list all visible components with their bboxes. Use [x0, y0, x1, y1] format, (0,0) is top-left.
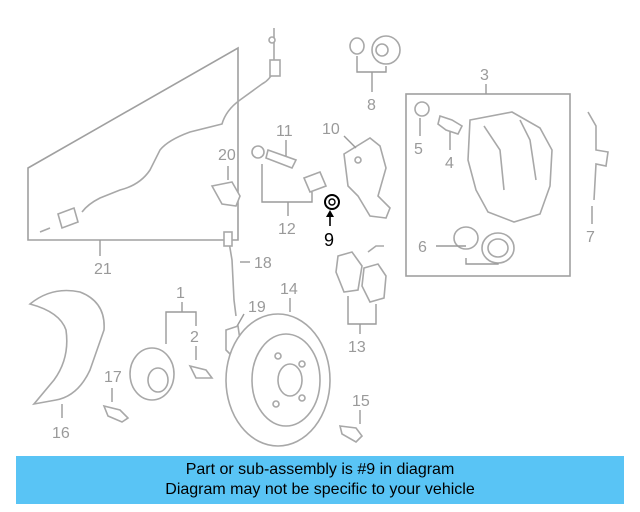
banner-line-1: Part or sub-assembly is #9 in diagram — [185, 461, 455, 478]
group-3-caliper: 3 5 4 6 — [405, 67, 571, 277]
callout-12[interactable]: 12 — [278, 221, 296, 238]
part-9-ring-inner — [328, 198, 336, 206]
lead-1-bracket — [165, 311, 197, 344]
lead-10 — [343, 135, 357, 149]
callout-3[interactable]: 3 — [480, 67, 489, 84]
anti-rattle-spring — [587, 111, 609, 201]
hub-bolt-17 — [102, 404, 130, 423]
banner-line-2: Diagram may not be specific to your vehi… — [165, 481, 475, 498]
rotor-screw — [338, 425, 364, 443]
group-17-bolt: 17 — [102, 369, 130, 423]
group-21-box — [27, 46, 239, 241]
piston-boot-inner — [487, 238, 509, 258]
group-3-box — [405, 93, 571, 277]
group-18-hose: 18 — [223, 231, 272, 317]
callout-11[interactable]: 11 — [276, 123, 293, 140]
rotor-lug-hole-1 — [274, 352, 282, 360]
wire-clip — [269, 59, 281, 77]
brake-pad-inner — [335, 251, 363, 293]
sensor-tip — [39, 227, 51, 233]
rotor-lug-hole-2 — [298, 360, 306, 368]
callout-15[interactable]: 15 — [352, 393, 370, 410]
carrier-hole — [354, 156, 362, 164]
abs-sensor — [210, 181, 241, 207]
rotor-lug-hole-3 — [298, 394, 306, 402]
lead-12-bracket — [261, 164, 313, 203]
group-15-bolt: 15 — [338, 393, 370, 443]
rotor-lug-hole-4 — [272, 400, 280, 408]
lead-9-arrow — [326, 210, 334, 217]
callout-19[interactable]: 19 — [248, 299, 266, 316]
parts-diagram: 21 8 3 5 4 6 7 10 — [27, 28, 609, 447]
lead-13-bracket — [347, 296, 377, 325]
caliper-carrier — [343, 137, 391, 219]
wear-sensor-wire — [367, 245, 384, 253]
info-banner: Part or sub-assembly is #9 in diagram Di… — [16, 456, 624, 504]
callout-21[interactable]: 21 — [94, 261, 112, 278]
group-7-spring: 7 — [586, 111, 609, 246]
brake-hose — [227, 235, 237, 317]
callout-17[interactable]: 17 — [104, 369, 122, 386]
bushing-small — [349, 37, 365, 55]
group-21-wire-harness: 21 — [27, 28, 281, 278]
callout-14[interactable]: 14 — [280, 281, 298, 298]
group-9-highlighted: 9 — [324, 194, 340, 250]
group-20-sensor: 20 — [210, 147, 241, 207]
callout-18[interactable]: 18 — [254, 255, 272, 272]
wire-connector — [268, 36, 276, 44]
brake-pad-outer — [361, 263, 387, 303]
part-9-ring[interactable] — [324, 194, 340, 210]
bleeder-screw — [437, 114, 464, 135]
pin-cap — [251, 145, 265, 159]
hub-center — [147, 367, 169, 393]
rotor-center-bore — [277, 363, 303, 397]
callout-4[interactable]: 4 — [445, 155, 454, 172]
bushing-large-bore — [375, 43, 389, 57]
bleeder-cap — [414, 101, 430, 117]
caliper-body — [467, 111, 553, 223]
group-14-rotor: 14 — [225, 281, 331, 447]
hose-fitting — [223, 231, 233, 247]
callout-6[interactable]: 6 — [418, 239, 427, 256]
callout-9[interactable]: 9 — [324, 230, 334, 250]
sensor-wire — [81, 28, 275, 213]
hub-bolt — [188, 364, 214, 379]
guide-pin-boot — [302, 170, 328, 194]
callout-13[interactable]: 13 — [348, 339, 366, 356]
piston-seal — [453, 226, 479, 250]
lead-6 — [436, 245, 499, 265]
callout-5[interactable]: 5 — [414, 141, 423, 158]
group-16-shield: 16 — [28, 289, 105, 442]
group-13-pads: 13 — [335, 245, 387, 356]
callout-16[interactable]: 16 — [52, 425, 70, 442]
caliper-ribs — [483, 119, 537, 191]
group-10-carrier: 10 — [322, 121, 391, 219]
guide-pin — [265, 148, 298, 170]
callout-20[interactable]: 20 — [218, 147, 236, 164]
group-8-bushings: 8 — [349, 35, 401, 114]
callout-2[interactable]: 2 — [190, 329, 199, 346]
callout-7[interactable]: 7 — [586, 229, 595, 246]
group-1-2-hub: 1 2 — [129, 285, 214, 401]
callout-1[interactable]: 1 — [176, 285, 185, 302]
sensor-plug — [57, 206, 79, 230]
group-11-12-guide-pins: 11 12 — [251, 123, 328, 238]
callout-8[interactable]: 8 — [367, 97, 376, 114]
callout-10[interactable]: 10 — [322, 121, 340, 138]
splash-shield — [28, 289, 105, 406]
